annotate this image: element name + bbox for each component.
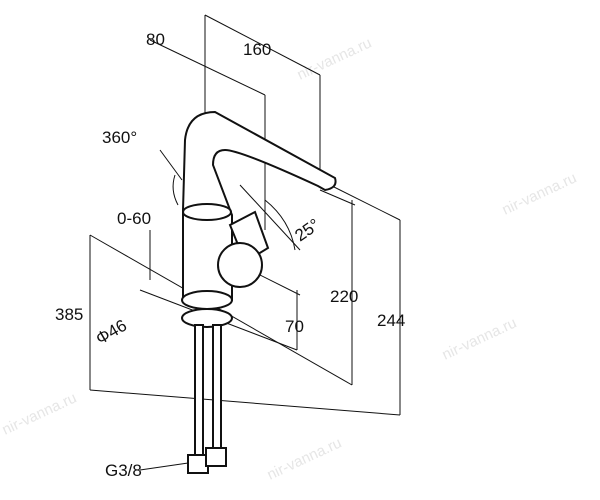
- dim-25: 25°: [291, 215, 323, 245]
- dim-70: 70: [285, 317, 304, 336]
- dim-385: 385: [55, 305, 83, 324]
- dim-220: 220: [330, 287, 358, 306]
- faucet-body: [181, 110, 337, 474]
- watermark: nir-vanna.ru: [265, 434, 345, 483]
- dim-160: 160: [243, 40, 271, 59]
- dim-0-60: 0-60: [117, 209, 151, 228]
- hose-left: [194, 324, 204, 456]
- watermark: nir-vanna.ru: [500, 169, 580, 218]
- watermarks: nir-vanna.ru nir-vanna.ru nir-vanna.ru n…: [0, 34, 579, 483]
- dim-244: 244: [377, 311, 405, 330]
- nut-right: [205, 447, 227, 467]
- watermark: nir-vanna.ru: [295, 34, 375, 83]
- watermark: nir-vanna.ru: [0, 389, 79, 438]
- dim-g38: G3/8: [105, 461, 142, 480]
- dim-360: 360°: [102, 128, 137, 147]
- base-ring: [181, 290, 233, 310]
- dim-phi46: Φ46: [93, 316, 131, 349]
- hose-right: [212, 324, 222, 456]
- dim-80: 80: [146, 30, 165, 49]
- watermark: nir-vanna.ru: [440, 314, 520, 363]
- lever-knob: [217, 242, 263, 288]
